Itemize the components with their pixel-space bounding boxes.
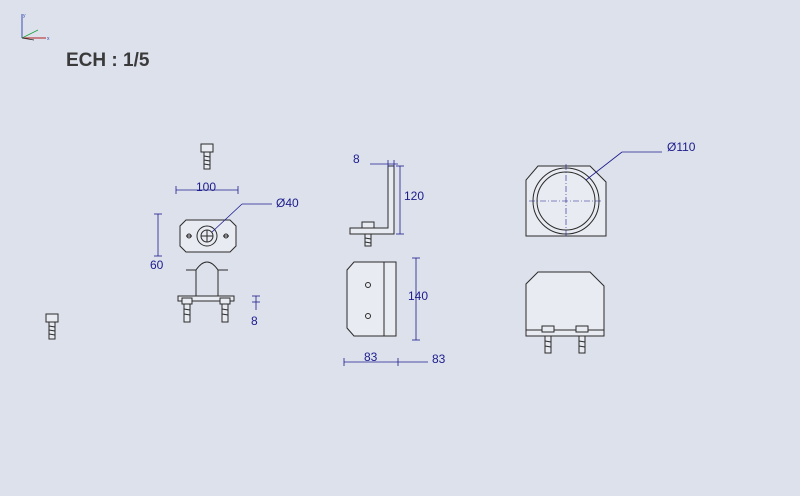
axis-x-label: x bbox=[47, 36, 50, 42]
dimension-clamp-thickness: 8 bbox=[251, 295, 260, 328]
dimension-housing-bore-label: Ø110 bbox=[667, 140, 696, 154]
dimension-bracket-plate-height: 140 bbox=[408, 257, 428, 341]
dimension-clamp-hole-label: Ø40 bbox=[276, 196, 299, 210]
dimension-bracket-width-a-label: 83 bbox=[364, 350, 378, 364]
axis-indicator-icon: y x bbox=[21, 13, 50, 42]
dimension-clamp-width-label: 100 bbox=[196, 180, 216, 194]
dimension-clamp-height-label: 60 bbox=[150, 258, 164, 272]
dimension-bracket-width: 83 83 bbox=[343, 350, 446, 366]
dimension-clamp-height: 60 bbox=[150, 213, 164, 272]
dimension-clamp-thickness-label: 8 bbox=[251, 314, 258, 328]
clamp-plate-top-view bbox=[179, 219, 237, 253]
scale-label: ECH : 1/5 bbox=[66, 50, 150, 71]
dimension-clamp-hole: Ø40 bbox=[211, 196, 299, 233]
dimension-bracket-thickness: 8 bbox=[353, 152, 398, 168]
housing-top-view bbox=[525, 164, 607, 238]
housing-front-view bbox=[525, 271, 605, 354]
dimension-bracket-plate-height-label: 140 bbox=[408, 289, 428, 303]
bolt-side-view bbox=[45, 313, 59, 340]
axis-y-label: y bbox=[23, 13, 26, 19]
dimension-bracket-thickness-label: 8 bbox=[353, 152, 360, 166]
clamp-front-view bbox=[177, 261, 235, 323]
dimension-bracket-width-b-label: 83 bbox=[432, 352, 446, 366]
bracket-plate-front-view bbox=[346, 261, 397, 337]
bolt-top-view bbox=[200, 143, 214, 170]
dimension-housing-bore: Ø110 bbox=[585, 140, 696, 181]
dimension-bracket-height: 120 bbox=[396, 165, 424, 235]
dimension-bracket-height-label: 120 bbox=[404, 189, 424, 203]
dimension-clamp-width: 100 bbox=[175, 180, 239, 194]
l-bracket-side-view bbox=[349, 165, 395, 247]
